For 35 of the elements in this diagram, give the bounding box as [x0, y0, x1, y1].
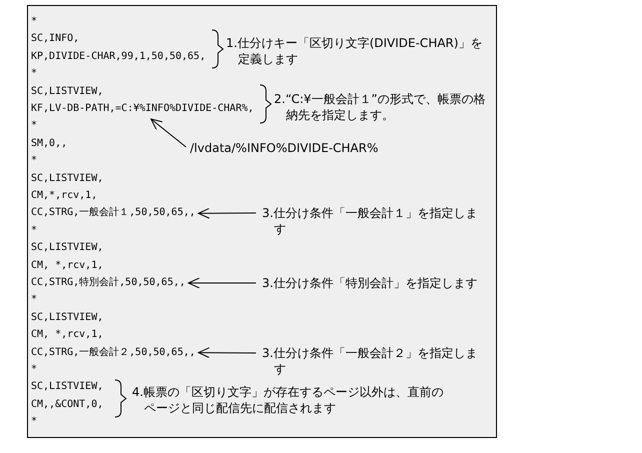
code-line: KP,DIVIDE-CHAR,99,1,50,50,65, [31, 50, 206, 64]
code-line: * [31, 15, 38, 29]
annotation-text: 2.“C:¥一般会計１”の形式で、帳票の格納先を指定します。 [274, 91, 487, 123]
code-line: SC,LISTVIEW, [31, 380, 104, 394]
code-line: * [31, 415, 38, 430]
code-line: CM, *,rcv,1, [31, 258, 104, 273]
arrow [198, 347, 256, 358]
code-line: CM,*,rcv,1, [31, 189, 98, 203]
code-line: * [31, 293, 38, 308]
code-line: CC,STRG,一般会計１,50,50,65,, [31, 206, 196, 220]
code-line: CM, *,rcv,1, [31, 328, 104, 342]
code-line: KF,LV-DB-PATH,=C:¥%INFO%DIVIDE-CHAR%, [31, 102, 254, 116]
code-line: SC,LISTVIEW, [31, 172, 104, 186]
arrow [150, 118, 186, 148]
code-line: SC,LISTVIEW, [31, 310, 104, 325]
arrow [188, 278, 256, 288]
code-line: SC,INFO, [31, 32, 80, 46]
code-line: SM,0,, [31, 136, 68, 151]
annotation-text: 3.仕分け条件「特別会計」を指定します [262, 275, 486, 291]
code-line: * [31, 224, 38, 238]
code-line: * [31, 363, 38, 377]
annotation-text: 3.仕分け条件「一般会計１」を指定します [262, 205, 486, 237]
annotation-text: 1.仕分けキー「区切り文字(DIVIDE-CHAR)」を定義します [226, 35, 483, 67]
annotation-text: 4.帳票の「区切り文字」が存在するページ以外は、直前のページと同じ配信先に配信されます [132, 384, 444, 416]
code-line: CM,,&CONT,0, [31, 398, 104, 412]
arrow [198, 208, 256, 219]
code-line: CC,STRG,一般会計２,50,50,65,, [31, 346, 196, 360]
code-line: SC,LISTVIEW, [31, 241, 104, 256]
code-line: CC,STRG,特別会計,50,50,65,, [31, 276, 186, 290]
annotation-text: /lvdata/%INFO%DIVIDE-CHAR% [190, 140, 502, 156]
code-line: * [31, 119, 38, 134]
annotation-text: 3.仕分け条件「一般会計２」を指定します [262, 345, 486, 377]
code-line: SC,LISTVIEW, [31, 84, 104, 99]
code-line: * [31, 154, 38, 168]
code-line: * [31, 67, 38, 82]
